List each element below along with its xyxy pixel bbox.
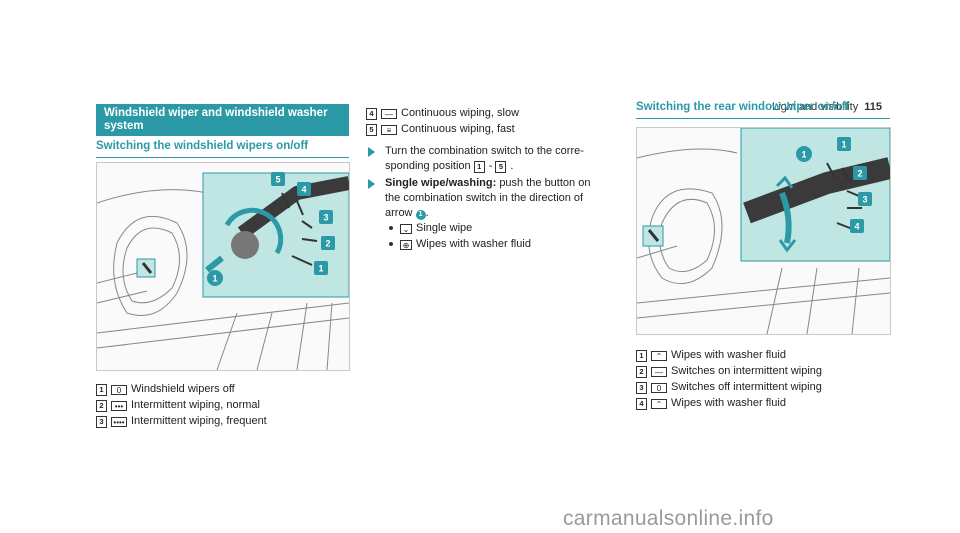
page-number: 115: [864, 101, 882, 113]
continuous-slow-icon: —: [381, 109, 397, 119]
right-item-1: 1 ⌃ Wipes with washer fluid: [636, 348, 786, 362]
intermittent-frequent-icon: ••••: [111, 417, 127, 427]
position-badge: 4: [366, 108, 377, 120]
item-text: Intermittent wiping, normal: [131, 399, 260, 411]
callout-position-4: 4: [301, 185, 306, 195]
position-badge: 1: [473, 161, 485, 173]
callout-position-2: 2: [857, 169, 862, 179]
item-text: Wipes with washer fluid: [671, 349, 786, 361]
item-text: Switches on intermittent wiping: [671, 365, 823, 377]
callout-arrow-1: 1: [212, 274, 217, 284]
step2-line3: arrow 1.: [385, 206, 429, 220]
callout-position-3: 3: [862, 195, 867, 205]
arrow-callout: 1: [415, 210, 426, 220]
step1-text: sponding position: [385, 160, 471, 172]
step1-line2: sponding position 1- 5.: [385, 159, 513, 173]
page-header: Light and visibility 115: [772, 101, 882, 113]
callout-position-5: 5: [275, 175, 280, 185]
step2-end: .: [425, 207, 429, 219]
step1-end: .: [510, 160, 514, 172]
callout-position-2: 2: [325, 239, 330, 249]
step-arrow-icon: [368, 147, 375, 157]
step2-text: arrow: [385, 207, 413, 219]
intermittent-on-icon: —: [651, 367, 667, 377]
left-subtitle: Switching the windshield wipers on/off: [96, 140, 349, 158]
callout-position-1: 1: [318, 264, 323, 274]
intermittent-off-icon: 0: [651, 383, 667, 393]
position-badge: 1: [96, 384, 107, 396]
left-item-3: 3 •••• Intermittent wiping, frequent: [96, 414, 267, 428]
item-text: Wipes with washer fluid: [671, 397, 786, 409]
position-badge: 2: [96, 400, 107, 412]
step2-bold: Single wipe/washing:: [385, 177, 497, 189]
callout-position-4: 4: [854, 222, 859, 232]
right-item-2: 2 — Switches on intermittent wiping: [636, 364, 822, 378]
middle-item-5: 5 ≡ Continuous wiping, fast: [366, 122, 515, 136]
item-text: Continuous wiping, fast: [401, 123, 515, 135]
rear-wiper-illustration: 1 1 2 3 4: [636, 127, 891, 335]
header-section: Light and visibility: [772, 101, 859, 113]
rear-wash-icon: ⌃: [651, 351, 667, 361]
rear-wiper-drawing: 1 1 2 3 4: [637, 128, 890, 334]
section-title: Windshield wiper and windshield washer s…: [96, 104, 349, 136]
callout-position-3: 3: [323, 213, 328, 223]
item-text: Switches off intermittent wiping: [671, 381, 822, 393]
position-badge: 3: [636, 382, 647, 394]
callout-markers-left: 1 1 2 3 4 5: [207, 172, 335, 286]
range-separator: -: [488, 160, 493, 172]
wiper-washer-icon: ⊕: [400, 240, 412, 250]
wiper-off-icon: 0: [111, 385, 127, 395]
position-badge: 5: [495, 161, 507, 173]
position-badge: 4: [636, 398, 647, 410]
intermittent-normal-icon: •••: [111, 401, 127, 411]
step2-text: push the button on: [499, 177, 591, 189]
section-title-line1: Windshield wiper and windshield washer: [104, 107, 328, 119]
rear-wash-icon: ⌃: [651, 399, 667, 409]
wiper-single-icon: ⌄: [400, 224, 412, 234]
item-text: Wipes with washer fluid: [416, 238, 531, 250]
left-item-2: 2 ••• Intermittent wiping, normal: [96, 398, 260, 412]
position-badge: 3: [96, 416, 107, 428]
section-title-line2: system: [104, 120, 144, 132]
item-text: Continuous wiping, slow: [401, 107, 520, 119]
watermark: carmanualsonline.info: [563, 507, 774, 530]
step-arrow-icon: [368, 179, 375, 189]
position-badge: 1: [636, 350, 647, 362]
bullet-dot: [389, 242, 393, 246]
step1-line1: Turn the combination switch to the corre…: [385, 145, 584, 157]
right-subtitle: Switching the rear window wiper on/off: [636, 101, 890, 119]
sub-item-washer: ⊕ Wipes with washer fluid: [400, 237, 531, 251]
item-text: Intermittent wiping, frequent: [131, 415, 267, 427]
item-text: Single wipe: [416, 222, 473, 234]
sub-item-single-wipe: ⌄ Single wipe: [400, 221, 472, 235]
windshield-wiper-illustration: 1 1 2 3 4 5: [96, 162, 350, 371]
bullet-dot: [389, 226, 393, 230]
item-text: Windshield wipers off: [131, 383, 235, 395]
callout-markers-right: 1 1 2 3 4: [796, 137, 872, 233]
position-badge: 5: [366, 124, 377, 136]
middle-item-4: 4 — Continuous wiping, slow: [366, 106, 519, 120]
position-badge: 2: [636, 366, 647, 378]
wiper-switch-drawing: 1 1 2 3 4 5: [97, 172, 349, 370]
continuous-fast-icon: ≡: [381, 125, 397, 135]
callout-arrow-1: 1: [801, 150, 806, 160]
callout-position-1: 1: [841, 140, 846, 150]
right-item-4: 4 ⌃ Wipes with washer fluid: [636, 396, 786, 410]
step2-line2: the combination switch in the direction …: [385, 192, 584, 204]
step2-line1: Single wipe/washing: push the button on: [385, 176, 590, 190]
